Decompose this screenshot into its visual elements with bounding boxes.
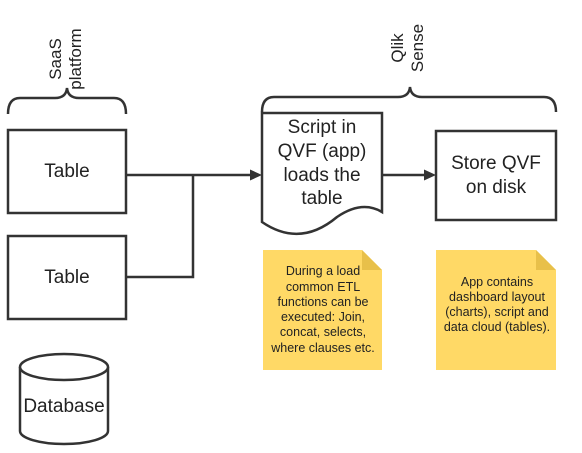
- store-box: [434, 129, 558, 222]
- qlik-label-line1: Qlik: [388, 33, 407, 63]
- table-top-box: [6, 128, 128, 215]
- table-top-label: Table: [44, 160, 90, 182]
- database-cylinder: [18, 352, 110, 446]
- saas-platform-label: SaaS platform: [46, 24, 90, 94]
- store-label: Store QVF on disk: [451, 152, 541, 198]
- qlik-label-line2: Sense: [408, 23, 428, 73]
- saas-label-line1: SaaS: [46, 38, 65, 80]
- table-bottom-label: Table: [44, 266, 90, 288]
- saas-brace: [6, 87, 128, 115]
- qlik-sense-label: Qlik Sense: [388, 21, 432, 75]
- etl-note: [263, 250, 382, 370]
- arrowhead-to-store: [424, 169, 436, 181]
- database-label: Database: [23, 396, 105, 418]
- table-bottom-box: [6, 234, 128, 321]
- arrowhead-to-script: [250, 169, 262, 181]
- app-note: [436, 250, 556, 370]
- qlik-brace: [260, 86, 558, 113]
- script-label: Script in QVF (app) loads the table: [277, 117, 367, 210]
- app-note-text: App contains dashboard layout (charts), …: [443, 274, 551, 335]
- saas-label-line2: platform: [66, 28, 86, 90]
- etl-note-text: During a load common ETL functions can b…: [271, 264, 375, 355]
- script-document: [260, 111, 384, 235]
- connector-table-bottom-to-main: [126, 175, 195, 279]
